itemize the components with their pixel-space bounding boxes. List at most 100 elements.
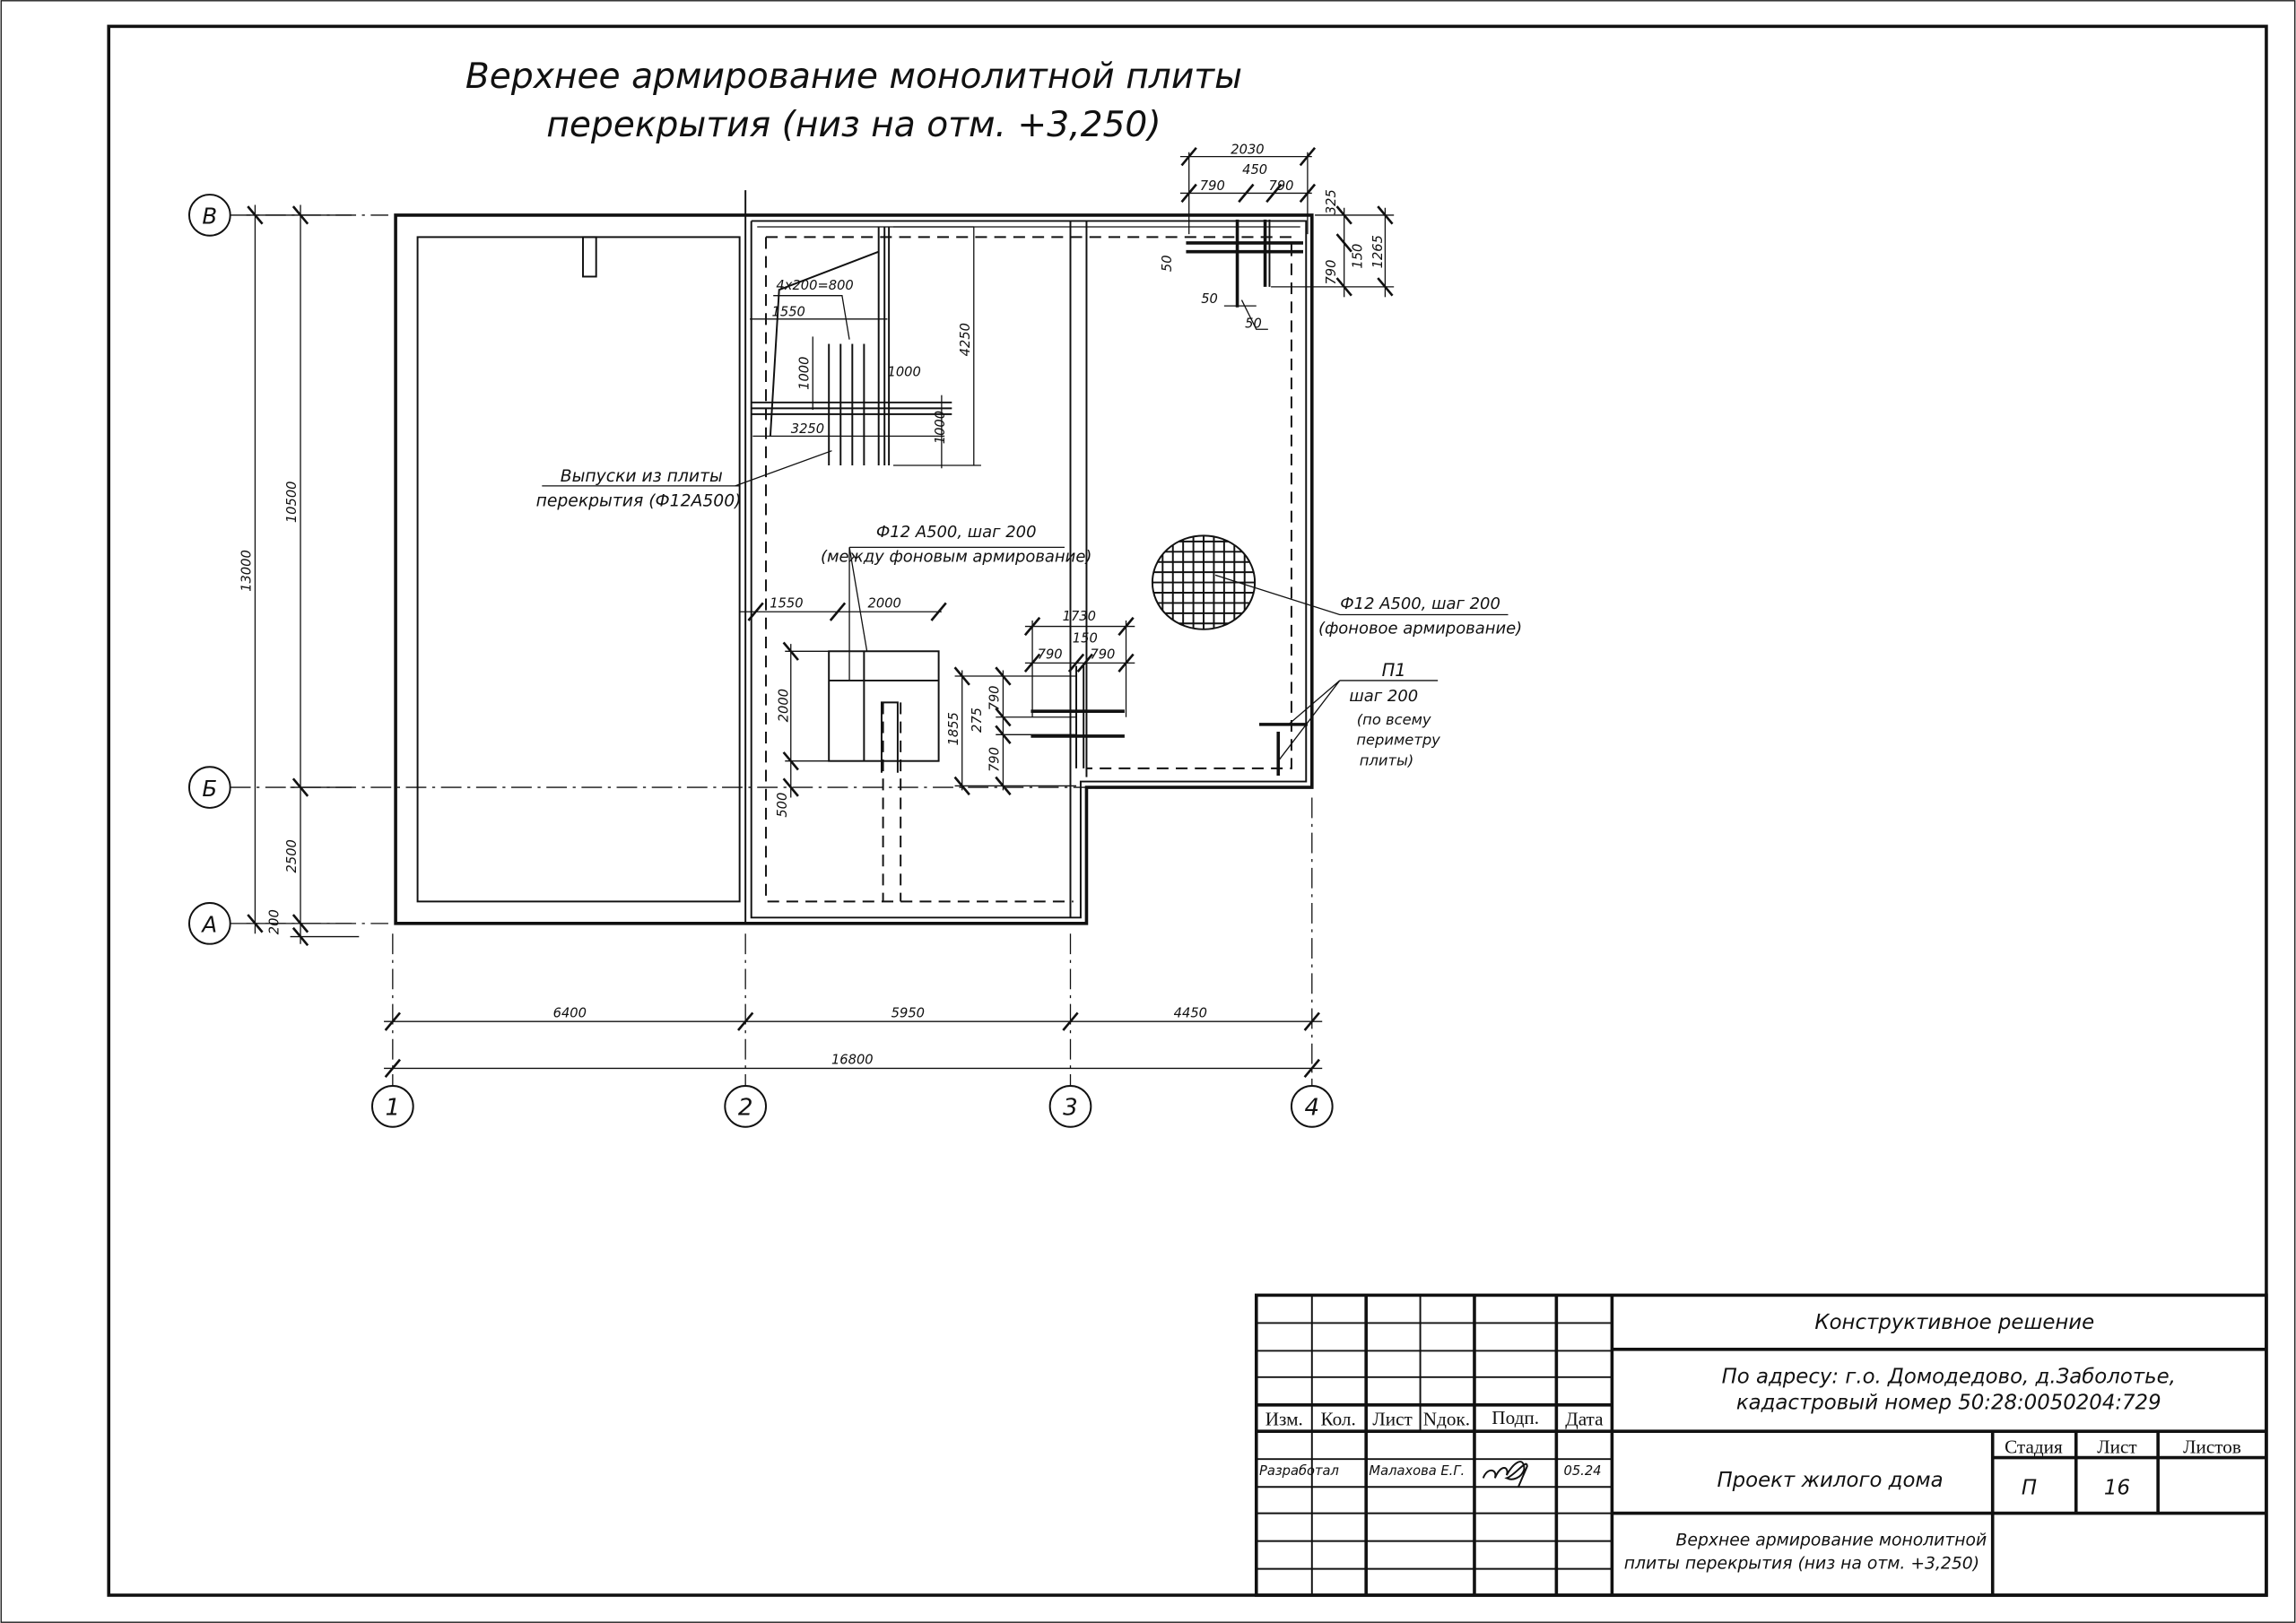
center-detail: 1730 150 790 790 1855 790 275 790 xyxy=(946,609,1135,796)
svg-text:1: 1 xyxy=(386,1095,401,1122)
svg-text:790: 790 xyxy=(1090,647,1115,662)
axis-bubble-1: 1 xyxy=(371,1085,414,1128)
svg-text:плиты): плиты) xyxy=(1360,752,1413,769)
drawing-title-line2: перекрытия (низ на отм. +3,250) xyxy=(546,105,1161,145)
address-line1: По адресу: г.о. Домодедово, д.Заболотье, xyxy=(1722,1365,2176,1388)
svg-text:13000: 13000 xyxy=(239,550,255,592)
svg-text:1265: 1265 xyxy=(1370,235,1386,268)
svg-text:(фоновое армирование): (фоновое армирование) xyxy=(1318,620,1522,638)
stage-value: П xyxy=(2022,1476,2037,1499)
svg-text:200: 200 xyxy=(267,909,283,934)
svg-text:П1: П1 xyxy=(1382,660,1406,681)
svg-text:2000: 2000 xyxy=(777,689,792,722)
svg-text:4250: 4250 xyxy=(958,323,973,356)
sheets-label: Листов xyxy=(2183,1436,2241,1458)
header-list: Лист xyxy=(1372,1409,1412,1430)
grid-axes xyxy=(230,190,1313,1087)
p1-callout: П1 шаг 200 (по всему периметру плиты) xyxy=(1259,660,1440,777)
svg-text:4x200=800: 4x200=800 xyxy=(776,278,853,293)
corner-detail: 2030 450 790 790 325 50 790 150 1265 50 … xyxy=(1160,142,1395,332)
svg-text:500: 500 xyxy=(775,793,790,818)
svg-text:275: 275 xyxy=(970,707,985,733)
axis-bubble-2: 2 xyxy=(724,1085,768,1128)
svg-text:50: 50 xyxy=(1245,317,1262,332)
svg-text:50: 50 xyxy=(1160,255,1175,272)
left-dimensions: 13000 10500 2500 200 xyxy=(239,204,360,947)
svg-text:790: 790 xyxy=(1038,647,1063,662)
svg-text:4450: 4450 xyxy=(1174,1005,1207,1020)
svg-text:перекрытия (Ф12А500): перекрытия (Ф12А500) xyxy=(536,492,742,511)
svg-text:2: 2 xyxy=(738,1095,753,1122)
slab-outline xyxy=(394,213,1314,925)
sheet-label: Лист xyxy=(2097,1436,2136,1458)
svg-text:325: 325 xyxy=(1324,189,1339,214)
section-title: Конструктивное решение xyxy=(1814,1311,2094,1334)
sheet-title-line2: плиты перекрытия (низ на отм. +3,250) xyxy=(1624,1555,1979,1574)
signature xyxy=(1482,1461,1528,1488)
role: Разработал xyxy=(1259,1463,1339,1479)
header-data: Дата xyxy=(1565,1409,1604,1430)
svg-text:2030: 2030 xyxy=(1231,142,1264,157)
sheet-title-line1: Верхнее армирование монолитной xyxy=(1676,1531,1987,1549)
svg-text:5950: 5950 xyxy=(891,1005,925,1020)
drawing-title-line1: Верхнее армирование монолитной плиты xyxy=(465,56,1242,97)
header-kol: Кол. xyxy=(1321,1409,1356,1430)
svg-text:790: 790 xyxy=(1200,178,1225,194)
svg-text:(по всему: (по всему xyxy=(1357,711,1431,728)
svg-text:6400: 6400 xyxy=(553,1005,587,1020)
axis-bubble-b: Б xyxy=(187,766,231,809)
stage-label: Стадия xyxy=(2005,1436,2063,1458)
svg-text:1550: 1550 xyxy=(772,305,805,320)
svg-text:1730: 1730 xyxy=(1063,609,1096,624)
svg-text:790: 790 xyxy=(987,686,1003,711)
svg-text:3: 3 xyxy=(1063,1095,1078,1122)
bottom-dimensions: 6400 5950 4450 16800 xyxy=(384,1005,1323,1079)
between-callout: Ф12 А500, шаг 200 (между фоновым армиров… xyxy=(821,523,1091,681)
svg-text:790: 790 xyxy=(1324,260,1339,285)
svg-text:1000: 1000 xyxy=(887,364,920,379)
date: 05.24 xyxy=(1564,1463,1602,1479)
outlets-callout: Выпуски из плиты перекрытия (Ф12А500) xyxy=(536,450,832,511)
sheet-value: 16 xyxy=(2104,1476,2130,1499)
title-block: Изм. Кол. Лист Nдок. Подп. Дата Разработ… xyxy=(1254,1293,2268,1597)
background-mesh-symbol: Ф12 А500, шаг 200 (фоновое армирование) xyxy=(1151,534,1522,638)
svg-text:1550: 1550 xyxy=(770,595,803,611)
svg-text:2000: 2000 xyxy=(868,595,901,611)
svg-text:периметру: периметру xyxy=(1356,732,1440,749)
svg-text:10500: 10500 xyxy=(284,481,300,523)
project-name: Проект жилого дома xyxy=(1717,1469,1943,1492)
svg-text:Б: Б xyxy=(202,776,217,802)
svg-text:Ф12 А500, шаг 200: Ф12 А500, шаг 200 xyxy=(1340,595,1500,613)
header-podp: Подп. xyxy=(1492,1407,1539,1428)
svg-text:Ф12 А500, шаг 200: Ф12 А500, шаг 200 xyxy=(876,523,1037,542)
svg-text:790: 790 xyxy=(987,747,1003,772)
svg-text:2500: 2500 xyxy=(284,839,300,872)
svg-text:В: В xyxy=(202,204,217,230)
svg-text:4: 4 xyxy=(1304,1095,1319,1122)
axis-bubble-v: В xyxy=(187,194,231,237)
opening-detail: 1550 2000 2000 500 xyxy=(739,595,947,818)
svg-text:450: 450 xyxy=(1242,162,1267,178)
svg-text:150: 150 xyxy=(1350,244,1365,269)
axis-bubble-a: А xyxy=(187,902,231,945)
svg-text:шаг 200: шаг 200 xyxy=(1349,687,1418,706)
svg-text:50: 50 xyxy=(1201,291,1218,307)
rebar-mark xyxy=(582,236,597,278)
header-izm: Изм. xyxy=(1265,1409,1303,1430)
svg-text:1000: 1000 xyxy=(796,357,812,390)
svg-text:790: 790 xyxy=(1269,178,1294,194)
svg-text:1000: 1000 xyxy=(933,411,948,444)
axis-bubble-4: 4 xyxy=(1290,1085,1334,1128)
svg-text:150: 150 xyxy=(1073,630,1098,646)
svg-text:3250: 3250 xyxy=(791,421,824,437)
svg-text:А: А xyxy=(200,912,217,938)
svg-text:1855: 1855 xyxy=(946,712,961,745)
address-line2: кадастровый номер 50:28:0050204:729 xyxy=(1736,1392,2161,1415)
svg-text:(между фоновым армирование): (между фоновым армирование) xyxy=(821,548,1091,567)
author-name: Малахова Е.Г. xyxy=(1369,1463,1465,1479)
axis-bubble-3: 3 xyxy=(1048,1085,1092,1128)
svg-text:16800: 16800 xyxy=(831,1053,874,1068)
drawing-frame xyxy=(107,24,2268,1597)
